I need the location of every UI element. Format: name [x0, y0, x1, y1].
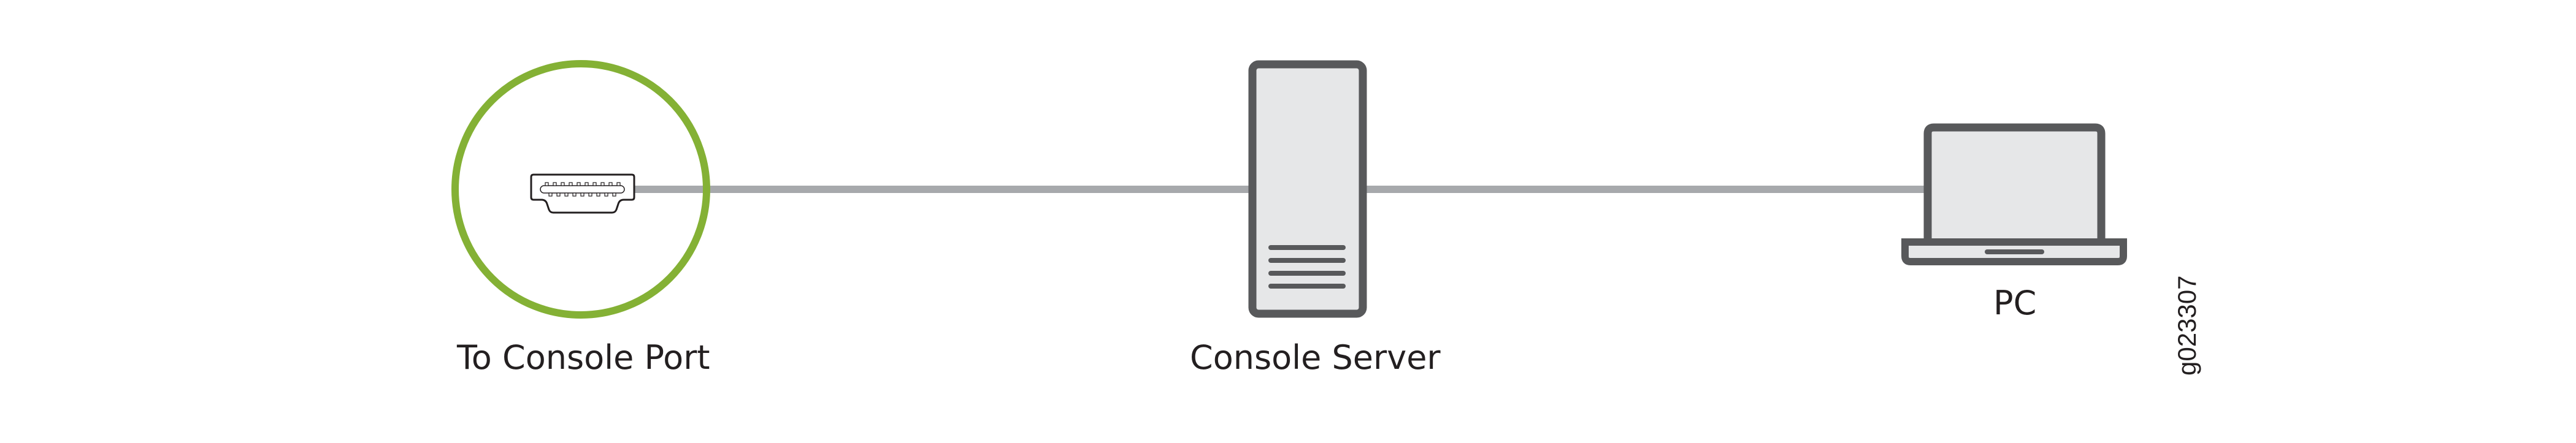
figure-id-label: g023307 [2172, 275, 2201, 376]
console-port-highlight-ring [451, 60, 710, 319]
console-server-label: Console Server [1190, 338, 1441, 377]
server-tower-icon [1248, 60, 1367, 318]
console-connector-icon [530, 173, 635, 214]
pc-label: PC [1993, 284, 2037, 322]
laptop-icon [1901, 123, 2127, 265]
console-port-label: To Console Port [457, 338, 710, 377]
